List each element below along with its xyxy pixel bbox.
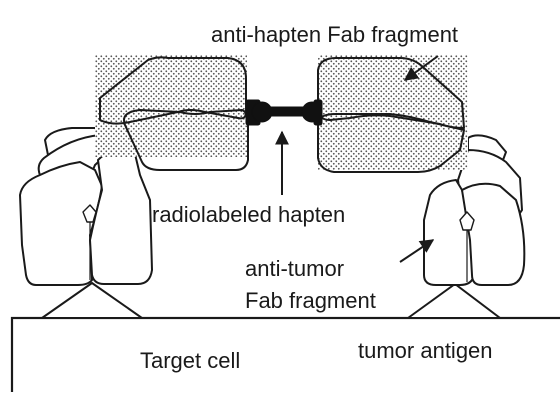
label-anti-tumor-line1: anti-tumor: [245, 256, 344, 281]
label-anti-hapten-fab: anti-hapten Fab fragment: [211, 22, 458, 47]
tumor-antigen-right: [408, 284, 500, 318]
anti-hapten-fab-left: [95, 55, 248, 170]
label-tumor-antigen: tumor antigen: [358, 338, 493, 363]
radiolabeled-hapten: [246, 100, 322, 125]
label-target-cell: Target cell: [140, 348, 240, 373]
label-radiolabeled-hapten: radiolabeled hapten: [152, 202, 345, 227]
anti-hapten-fab-right: [318, 55, 468, 172]
label-anti-tumor-line2: Fab fragment: [245, 288, 376, 313]
tumor-antigen-left: [42, 283, 142, 318]
